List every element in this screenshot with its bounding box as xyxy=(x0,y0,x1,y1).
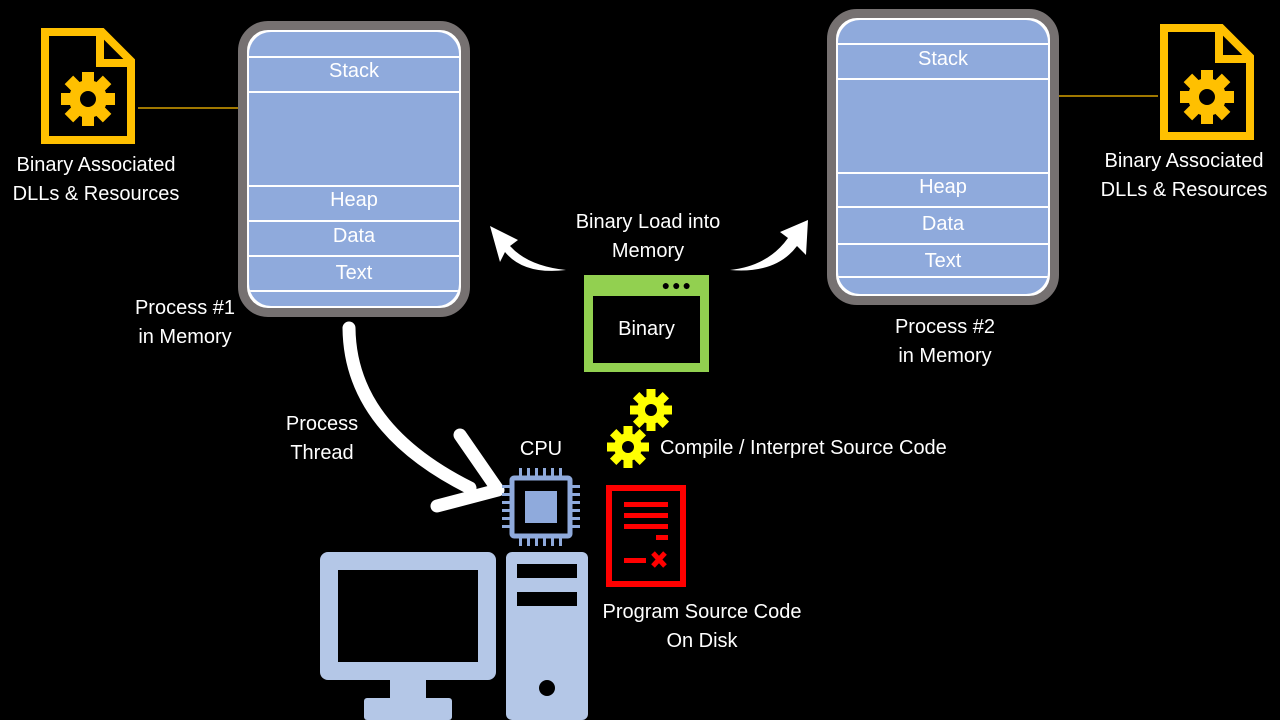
cpu-chip-icon xyxy=(502,468,580,546)
source-label: Program Source Code On Disk xyxy=(602,601,802,652)
process1-memory: Stack Heap Data Text xyxy=(249,32,459,306)
process1-caption: Process #1 in Memory xyxy=(134,297,236,348)
segment-stack: Stack xyxy=(328,60,380,82)
desktop-computer-icon xyxy=(320,552,588,720)
window-dots-icon: ●●● xyxy=(661,277,693,293)
gear-file-icon xyxy=(41,28,135,144)
segment-text: Text xyxy=(335,262,373,284)
process2-caption: Process #2 in Memory xyxy=(894,316,996,367)
process2-memory-frame: Stack Heap Data Text xyxy=(827,9,1059,305)
segment-heap: Heap xyxy=(919,176,967,198)
dll-left-label: Binary Associated DLLs & Resources xyxy=(12,154,180,205)
segment-data: Data xyxy=(921,213,965,235)
thread-label: Process Thread xyxy=(285,413,359,464)
process1-memory-frame: Stack Heap Data Text xyxy=(238,21,470,317)
binary-label: Binary xyxy=(593,296,700,363)
segment-text: Text xyxy=(924,250,962,272)
process-thread-arrowhead xyxy=(430,428,505,513)
app-window-icon: ●●● Binary xyxy=(584,275,709,372)
segment-stack: Stack xyxy=(917,48,969,70)
process-thread-arrow xyxy=(342,321,477,495)
dll-right-label: Binary Associated DLLs & Resources xyxy=(1100,150,1268,201)
process2-memory: Stack Heap Data Text xyxy=(838,20,1048,294)
code-document-icon xyxy=(606,485,686,587)
load-arrow-left xyxy=(490,226,566,271)
load-arrow-right xyxy=(730,220,808,271)
gears-icon xyxy=(607,389,672,468)
cpu-label: CPU xyxy=(519,438,563,460)
segment-data: Data xyxy=(332,225,376,247)
segment-heap: Heap xyxy=(330,189,378,211)
gear-file-icon xyxy=(1160,24,1254,140)
compile-label: Compile / Interpret Source Code xyxy=(660,437,947,459)
load-label: Binary Load into Memory xyxy=(575,211,721,262)
